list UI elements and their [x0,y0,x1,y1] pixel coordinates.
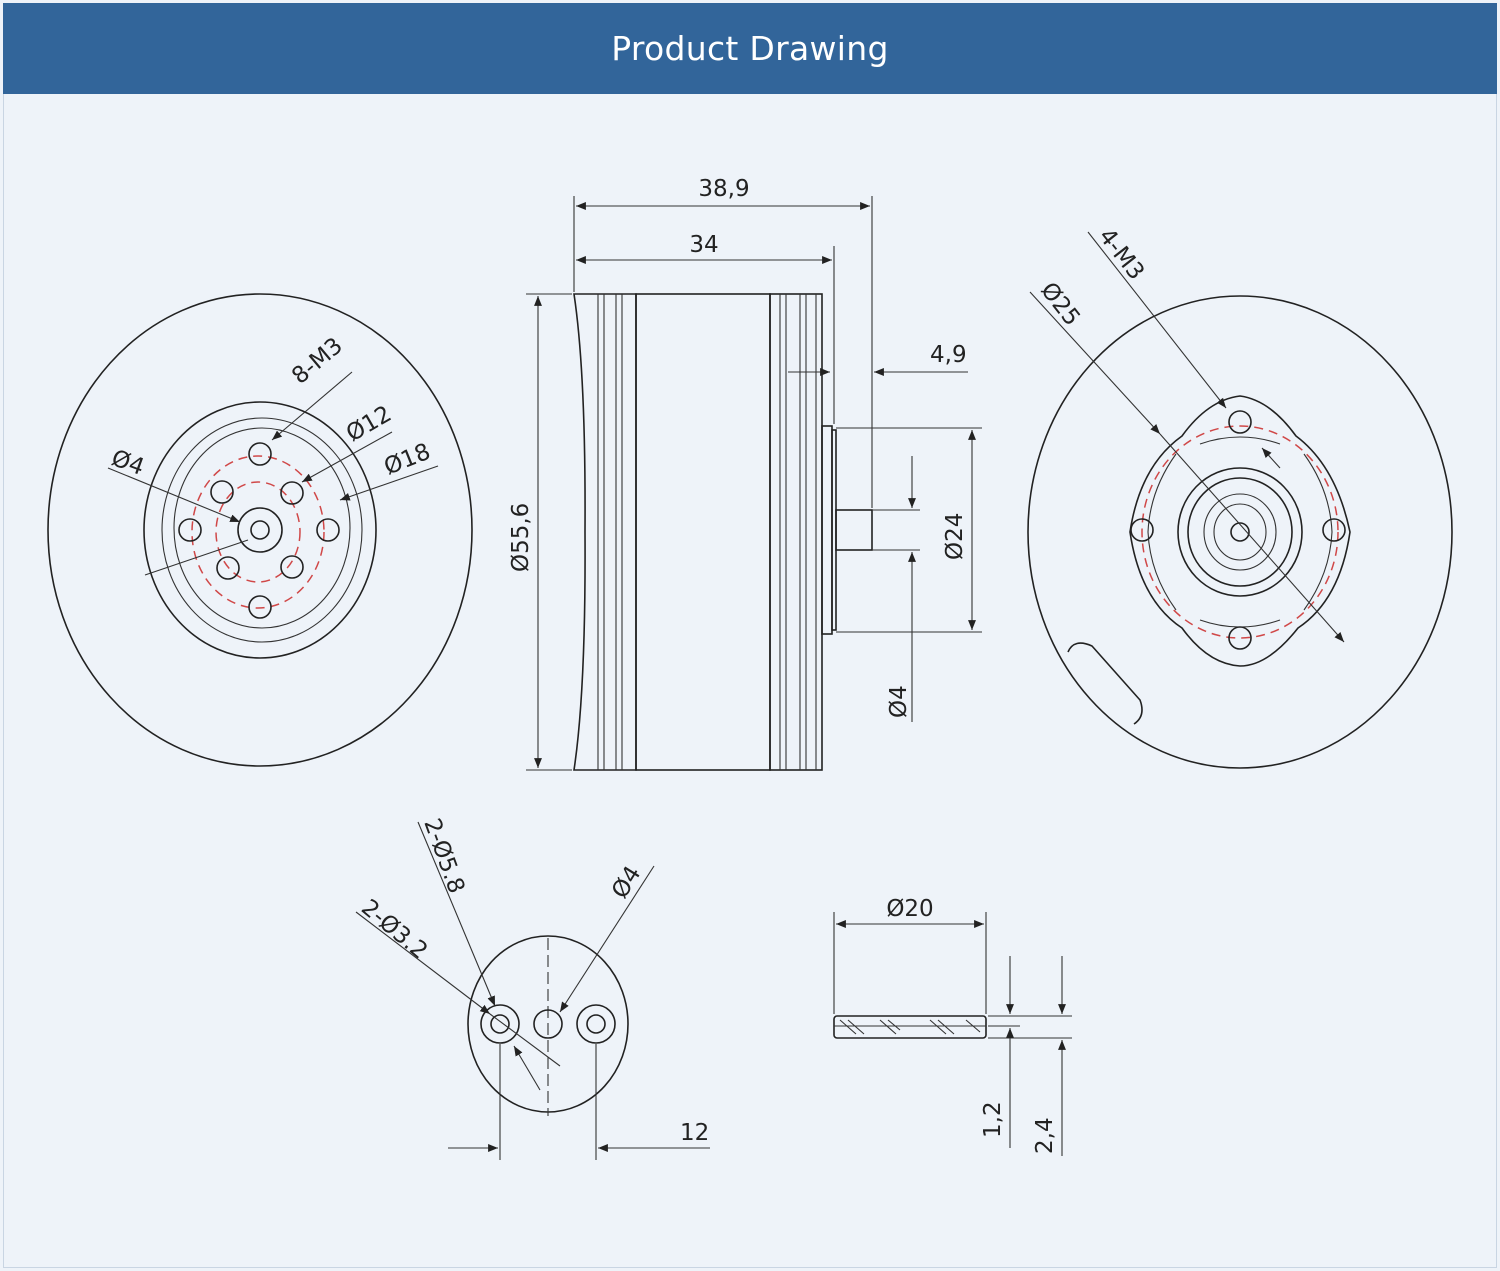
dim-34: 34 [689,232,718,258]
rear-bolt-circle [1141,425,1339,639]
dim-d4-shaft: Ø4 [886,685,912,718]
rear-outer-circle [1027,295,1453,769]
rear-view: 4-M3 Ø25 [1027,224,1453,769]
front-bolt-holes [178,442,340,619]
dim-1-2: 1,2 [980,1101,1006,1138]
dim-d55-6: Ø55,6 [508,503,534,572]
label-d25: Ø25 [1035,278,1085,331]
drawing-frame [3,3,1497,1268]
adapter-center-hole [533,1009,563,1039]
label-8-m3: 8-M3 [287,333,348,390]
dim-d20: Ø20 [886,896,933,922]
label-d4-adapter: Ø4 [607,862,646,904]
front-hub-inner [161,417,363,643]
label-d18: Ø18 [381,439,435,481]
dim-2-4: 2,4 [1032,1117,1058,1154]
adapter-hole-right [576,1004,616,1044]
washer-body [833,1015,987,1039]
washer-view: Ø20 1,2 2,4 [833,896,1072,1156]
page-title: Product Drawing [611,29,889,68]
rear-bolt-holes [1130,410,1346,650]
label-d12: Ø12 [342,401,396,447]
front-bolt-circle-12 [215,481,301,583]
label-4-m3: 4-M3 [1093,224,1149,285]
front-hub-outer [143,401,377,659]
header-bar: Product Drawing [3,3,1497,94]
label-d4-front: Ø4 [108,445,148,481]
rear-hub [1129,395,1351,667]
dim-4-9: 4,9 [930,342,967,368]
side-view: 38,9 34 4,9 Ø55,6 Ø24 Ø4 [508,176,982,771]
adapter-hole-left [480,1004,520,1044]
front-center-boss [237,507,283,553]
dim-12: 12 [680,1120,709,1146]
dim-d24: Ø24 [942,513,968,560]
label-2-d5-8: 2-Ø5.8 [418,815,469,897]
front-bolt-circle-18 [191,455,325,609]
label-2-d3-2: 2-Ø3.2 [356,895,432,965]
front-view: 8-M3 Ø12 Ø18 Ø4 [47,293,473,767]
dim-38-9: 38,9 [698,176,749,202]
adapter-view: 12 2-Ø5.8 2-Ø3.2 Ø4 [355,815,710,1160]
front-outer-circle [47,293,473,767]
